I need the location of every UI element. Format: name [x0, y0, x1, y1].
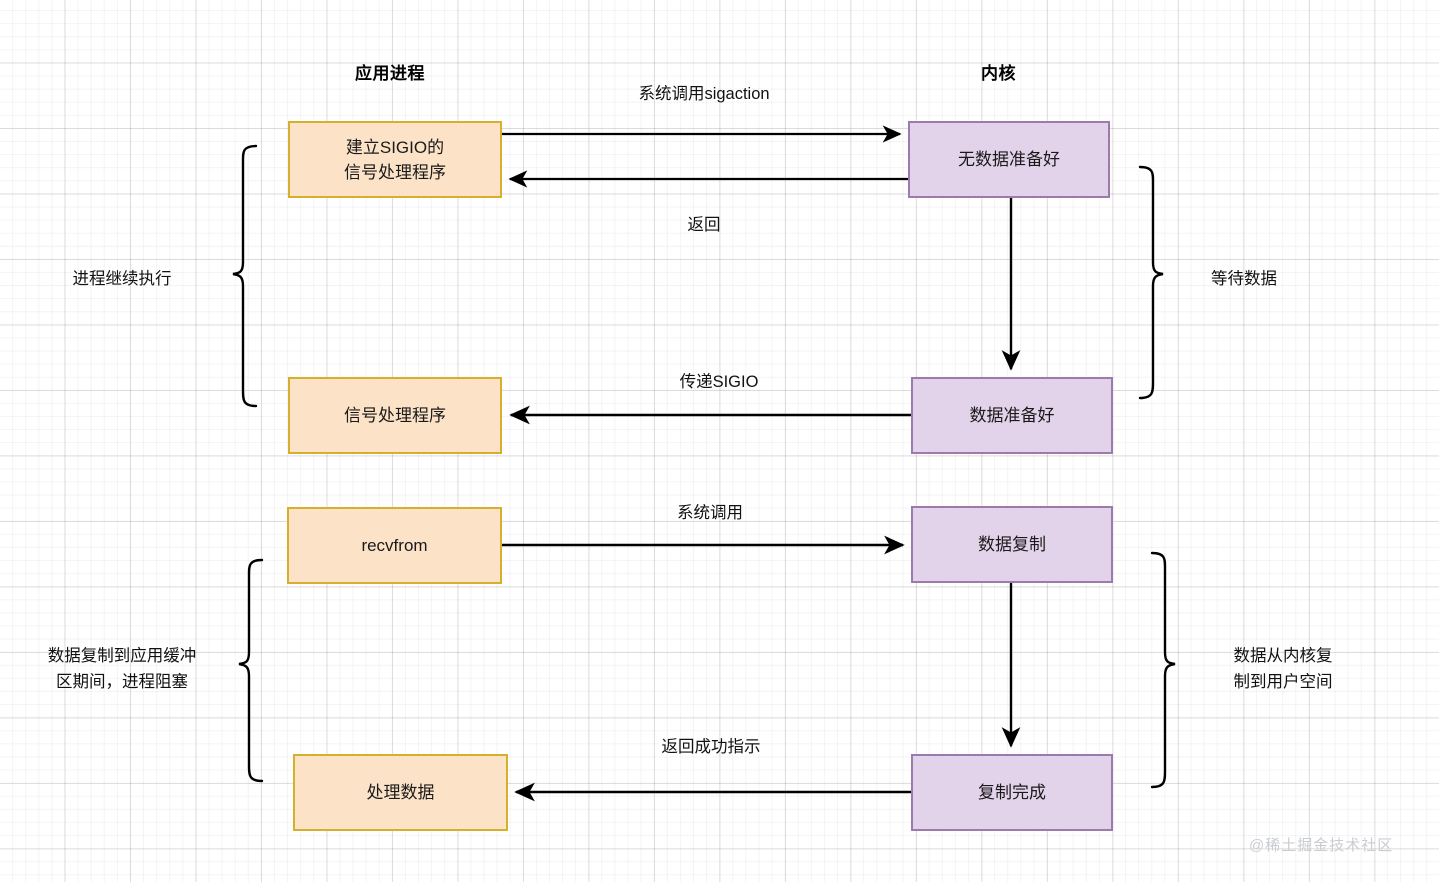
brace-label-process-continues: 进程继续执行: [72, 270, 172, 288]
brace-label-copy-to-userspace: 数据从内核复 制到用户空间: [1233, 647, 1333, 691]
node-recvfrom[interactable]: recvfrom: [287, 507, 502, 584]
node-signal-handler[interactable]: 信号处理程序: [288, 377, 502, 454]
brace-wait-for-data: [1138, 165, 1164, 400]
brace-label-process-blocked: 数据复制到应用缓冲 区期间，进程阻塞: [47, 647, 197, 691]
brace-process-continues: [232, 144, 258, 408]
edge-label-return-success: 返回成功指示: [661, 738, 761, 756]
edge-label-deliver-sigio: 传递SIGIO: [679, 373, 759, 391]
edge-label-syscall-sigaction: 系统调用sigaction: [638, 85, 770, 103]
brace-label-wait-for-data: 等待数据: [1211, 270, 1277, 288]
edge-label-return: 返回: [687, 216, 721, 234]
node-setup-sigio-handler[interactable]: 建立SIGIO的 信号处理程序: [288, 121, 502, 198]
column-title-app: 应用进程: [355, 64, 425, 83]
brace-process-blocked: [238, 558, 264, 783]
node-data-ready[interactable]: 数据准备好: [911, 377, 1113, 454]
edge-label-syscall: 系统调用: [677, 504, 743, 522]
node-copy-complete[interactable]: 复制完成: [911, 754, 1113, 831]
node-copy-data[interactable]: 数据复制: [911, 506, 1113, 583]
watermark: @稀土掘金技术社区: [1249, 837, 1394, 854]
column-title-kernel: 内核: [981, 64, 1016, 83]
node-process-data[interactable]: 处理数据: [293, 754, 508, 831]
node-no-data-ready[interactable]: 无数据准备好: [908, 121, 1110, 198]
brace-copy-to-userspace: [1150, 551, 1176, 789]
